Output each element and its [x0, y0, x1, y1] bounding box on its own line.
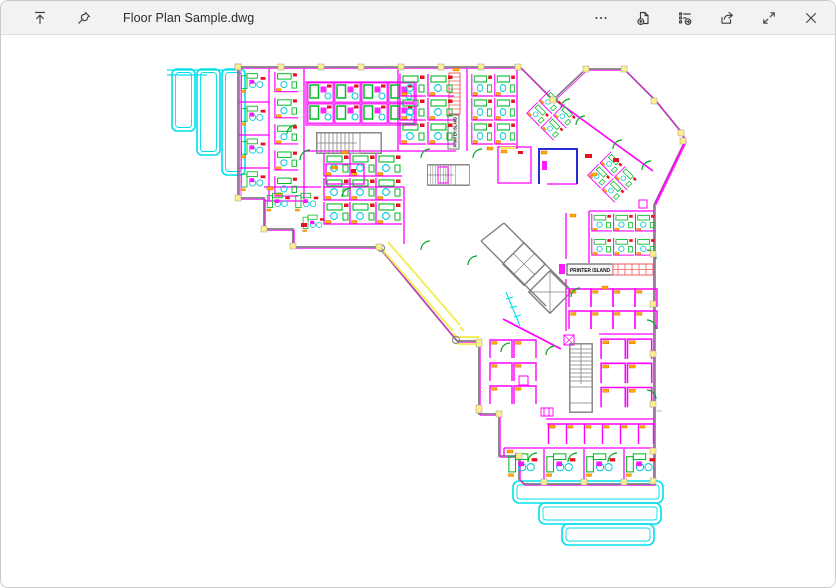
titlebar: Floor Plan Sample.dwg: [1, 1, 835, 35]
printer-island-vertical: PRINTER ISLAND: [447, 72, 461, 150]
close-icon: [806, 12, 816, 23]
interior-walls: [239, 67, 654, 484]
office-row-south: [508, 454, 655, 477]
list-add-button[interactable]: [670, 3, 700, 33]
printer-island-horizontal: PRINTER ISLAND: [559, 263, 654, 276]
stairwell-south: [570, 344, 592, 412]
balcony-terraces-top-left: [167, 68, 246, 176]
fullscreen-button[interactable]: [754, 3, 784, 33]
close-button[interactable]: [796, 3, 826, 33]
cubicle-grid-b2: [569, 289, 657, 329]
more-options-button[interactable]: [586, 3, 616, 33]
column-markers: [234, 63, 687, 486]
diamond-cluster-b: [588, 152, 638, 202]
file-title: Floor Plan Sample.dwg: [123, 10, 255, 25]
printer-island-label-vertical: PRINTER ISLAND: [453, 117, 458, 147]
up-arrow-icon: [34, 11, 46, 24]
stairwell-north: [317, 133, 381, 153]
equipment-tags: [266, 67, 662, 454]
titlebar-right-group: [586, 3, 835, 33]
pin-button[interactable]: [69, 3, 99, 33]
titlebar-left-group: Floor Plan Sample.dwg: [1, 3, 254, 33]
share-button[interactable]: [712, 3, 742, 33]
up-arrow-button[interactable]: [25, 3, 55, 33]
share-icon: [721, 11, 733, 24]
pin-icon: [78, 11, 91, 24]
cubicle-cluster-a3: [472, 74, 516, 144]
more-icon: [595, 16, 607, 19]
door-arcs: [286, 98, 657, 463]
cubicle-cluster-b1: [592, 214, 656, 255]
bay-comb: [547, 424, 655, 444]
building-perimeter: [237, 66, 687, 486]
yellow-accent-room: [500, 146, 523, 154]
elevator-core: [480, 222, 573, 315]
save-copy-icon: [637, 11, 649, 25]
cubicle-grid-b3: [601, 339, 652, 407]
glazed-partition: [505, 291, 522, 327]
blue-room: [538, 148, 578, 185]
balcony-terraces-bottom: [512, 480, 664, 546]
list-add-icon: [679, 11, 692, 25]
save-copy-button[interactable]: [628, 3, 658, 33]
cubicle-cluster-southwest: [490, 340, 536, 404]
fullscreen-icon: [763, 11, 775, 24]
corridor-guides: [377, 241, 483, 414]
printer-island-label: PRINTER ISLAND: [570, 268, 610, 274]
